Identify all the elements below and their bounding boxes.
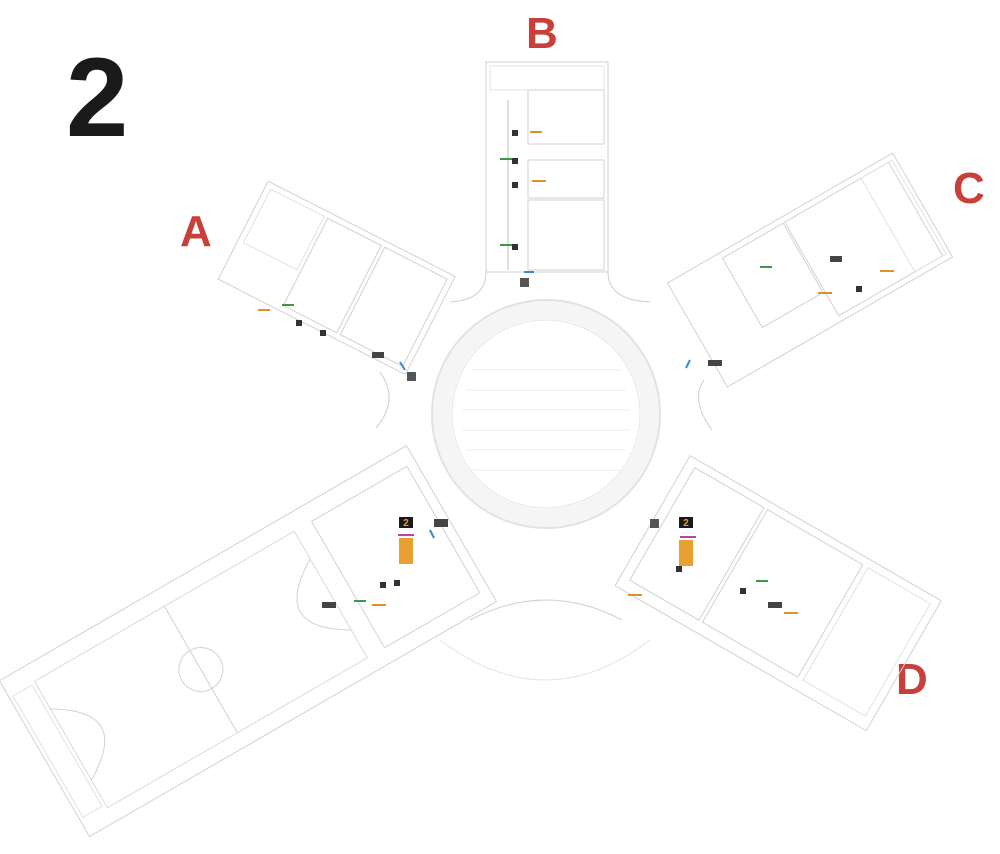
- stair-marker-left: 2: [399, 517, 413, 564]
- wing-d-plan: [614, 455, 942, 732]
- stair-marker-right: 2: [679, 517, 693, 566]
- gym-wing-plan: [0, 445, 498, 838]
- wing-label-a: A: [180, 207, 212, 256]
- wing-b-plan: [449, 61, 651, 303]
- wing-label-d: D: [896, 655, 928, 704]
- stair-marker-left-number: 2: [403, 518, 409, 529]
- wing-label-c: C: [953, 164, 985, 213]
- wing-a-plan: [217, 180, 456, 376]
- wing-label-b: B: [526, 9, 558, 58]
- stair-marker-right-number: 2: [683, 518, 689, 529]
- wing-c-plan: [666, 152, 954, 388]
- central-atrium: [431, 299, 661, 529]
- floor-number: 2: [66, 35, 129, 160]
- annotation-marks: [258, 130, 894, 614]
